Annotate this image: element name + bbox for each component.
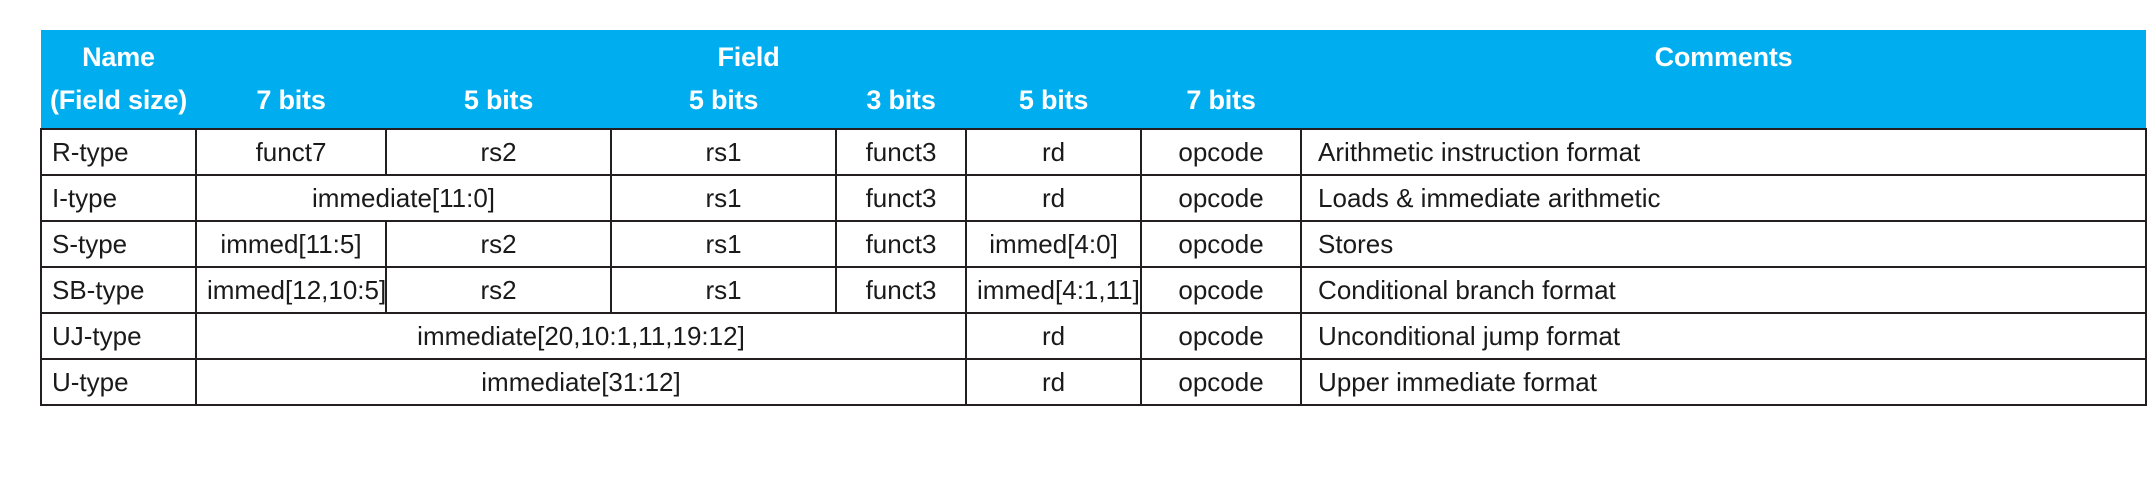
cell-comment: Unconditional jump format [1300, 312, 2148, 360]
cell-rd: rd [965, 312, 1142, 360]
cell-funct3: funct3 [835, 128, 967, 176]
cell-immediate-20-10-1-11-19-12: immediate[20,10:1,11,19:12] [195, 312, 967, 360]
cell-comment: Loads & immediate arithmetic [1300, 174, 2148, 222]
table-row: U-type immediate[31:12] rd opcode Upper … [40, 358, 2148, 406]
cell-funct3: funct3 [835, 220, 967, 268]
row-name-s-type: S-type [40, 220, 197, 268]
cell-opcode: opcode [1139, 266, 1303, 314]
table-row: S-type immed[11:5] rs2 rs1 funct3 immed[… [40, 220, 2148, 268]
cell-funct7: funct7 [195, 128, 387, 176]
cell-comment: Upper immediate format [1300, 358, 2148, 406]
cell-immed-11-5: immed[11:5] [195, 220, 387, 268]
header-size-rs1: 5 bits [611, 78, 836, 129]
header-size-row: (Field size) 7 bits 5 bits 5 bits 3 bits… [41, 78, 2147, 129]
cell-opcode: opcode [1139, 358, 1303, 406]
cell-funct3: funct3 [835, 174, 967, 222]
cell-rs1: rs1 [610, 266, 837, 314]
header-field-size-label: (Field size) [41, 78, 196, 129]
cell-immed-12-10-5: immed[12,10:5] [195, 266, 387, 314]
header-group-row: Name Field Comments [41, 30, 2147, 78]
header-size-funct3: 3 bits [836, 78, 966, 129]
header-comments: Comments [1301, 30, 2147, 78]
cell-rd: rd [965, 128, 1142, 176]
cell-rs2: rs2 [385, 220, 612, 268]
table-row: UJ-type immediate[20,10:1,11,19:12] rd o… [40, 312, 2148, 360]
table-row: R-type funct7 rs2 rs1 funct3 rd opcode A… [40, 128, 2148, 176]
row-name-r-type: R-type [40, 128, 197, 176]
cell-rs1: rs1 [610, 174, 837, 222]
cell-opcode: opcode [1139, 128, 1303, 176]
table-header: Name Field Comments (Field size) 7 bits … [41, 30, 2147, 129]
header-field: Field [196, 30, 1302, 78]
cell-opcode: opcode [1139, 174, 1303, 222]
header-size-opcode: 7 bits [1141, 78, 1302, 129]
row-name-uj-type: UJ-type [40, 312, 197, 360]
cell-immediate-11-0: immediate[11:0] [195, 174, 612, 222]
instruction-format-table: Name Field Comments (Field size) 7 bits … [40, 30, 2148, 406]
cell-comment: Stores [1300, 220, 2148, 268]
cell-rs1: rs1 [610, 220, 837, 268]
cell-funct3: funct3 [835, 266, 967, 314]
table-row: SB-type immed[12,10:5] rs2 rs1 funct3 im… [40, 266, 2148, 314]
header-size-rs2: 5 bits [386, 78, 611, 129]
cell-immed-4-1-11: immed[4:1,11] [965, 266, 1142, 314]
header-size-comments-spacer [1301, 78, 2147, 129]
cell-comment: Conditional branch format [1300, 266, 2148, 314]
table-body: R-type funct7 rs2 rs1 funct3 rd opcode A… [40, 128, 2148, 406]
cell-rd: rd [965, 174, 1142, 222]
header-name: Name [41, 30, 196, 78]
cell-rd: rd [965, 358, 1142, 406]
cell-immediate-31-12: immediate[31:12] [195, 358, 967, 406]
cell-opcode: opcode [1139, 312, 1303, 360]
cell-comment: Arithmetic instruction format [1300, 128, 2148, 176]
cell-rs2: rs2 [385, 266, 612, 314]
header-size-funct7: 7 bits [196, 78, 386, 129]
header-size-rd: 5 bits [966, 78, 1141, 129]
row-name-i-type: I-type [40, 174, 197, 222]
row-name-u-type: U-type [40, 358, 197, 406]
cell-immed-4-0: immed[4:0] [965, 220, 1142, 268]
cell-rs2: rs2 [385, 128, 612, 176]
table-row: I-type immediate[11:0] rs1 funct3 rd opc… [40, 174, 2148, 222]
cell-opcode: opcode [1139, 220, 1303, 268]
row-name-sb-type: SB-type [40, 266, 197, 314]
cell-rs1: rs1 [610, 128, 837, 176]
